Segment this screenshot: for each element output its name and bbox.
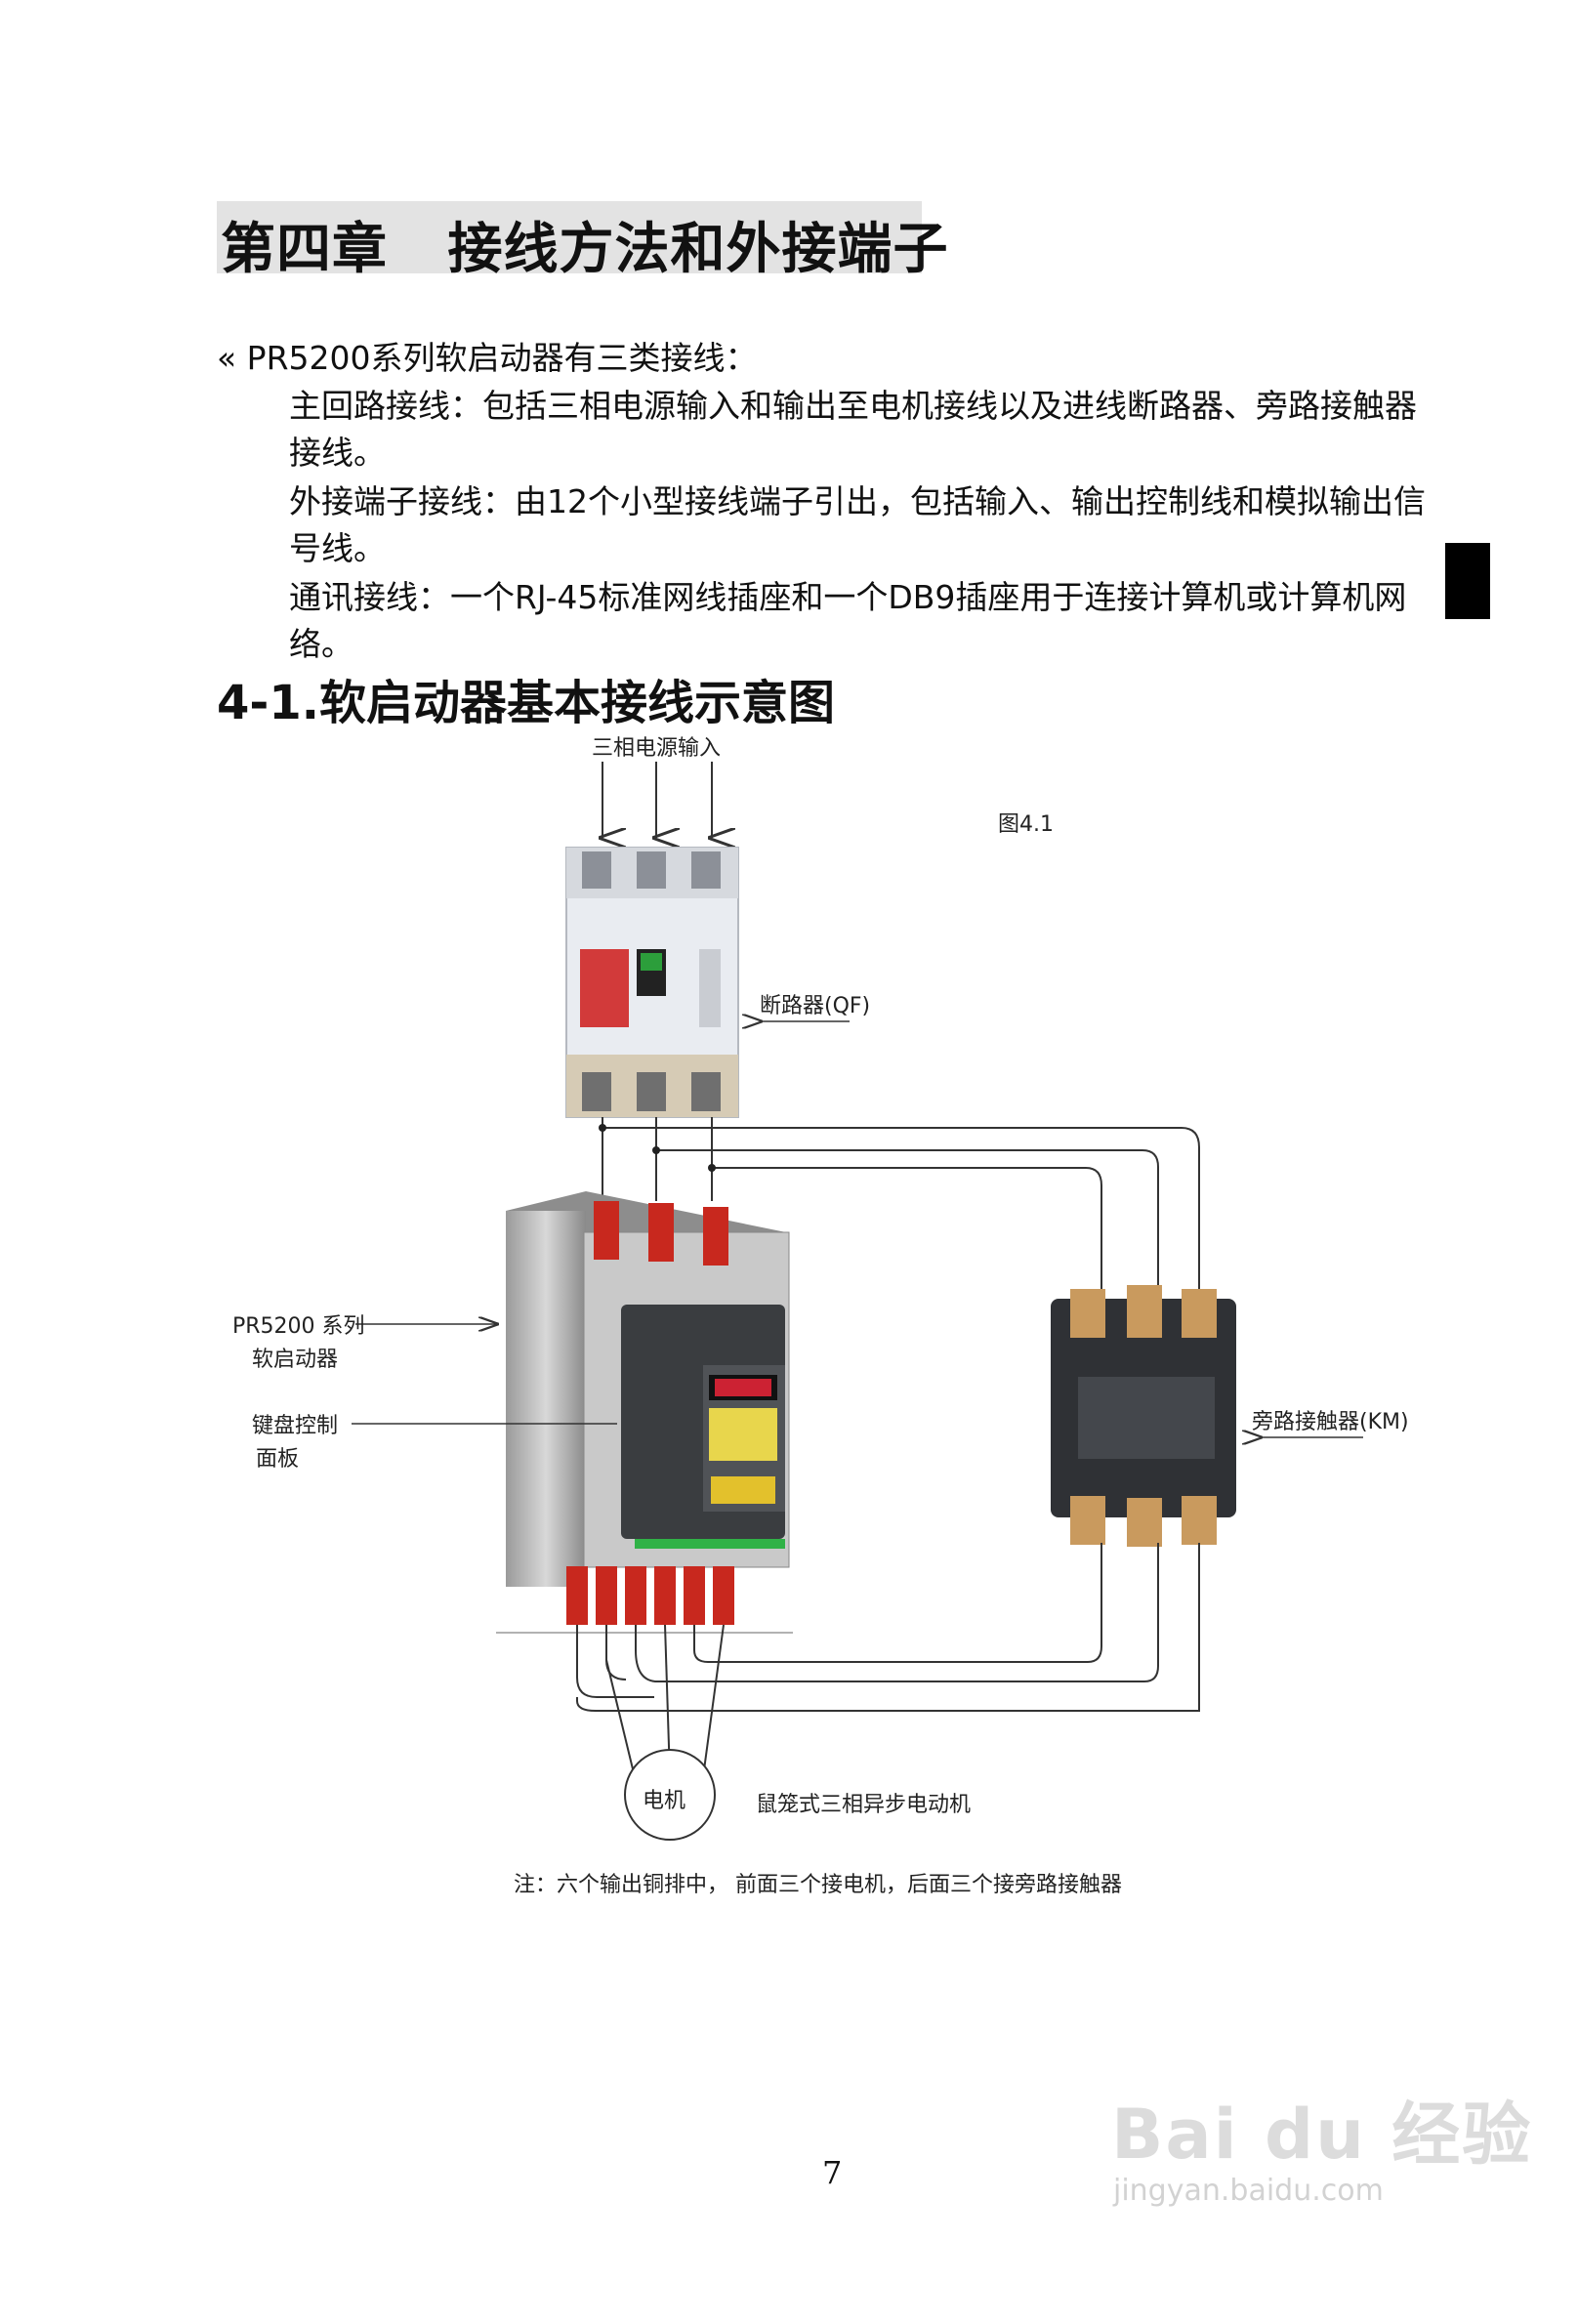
paragraph-terminals: 外接端子接线：由12个小型接线端子引出，包括输入、输出控制线和模拟输出信号线。 <box>289 482 1426 567</box>
watermark-url: jingyan.baidu.com <box>1113 2174 1384 2208</box>
label-motor-desc: 鼠笼式三相异步电动机 <box>756 1793 972 1817</box>
intro-text: « PR5200系列软启动器有三类接线： <box>217 339 758 377</box>
diagram-note: 注：六个输出铜排中， 前面三个接电机，后面三个接旁路接触器 <box>514 1873 1122 1897</box>
chapter-heading: 第四章 接线方法和外接端子 <box>217 201 948 281</box>
label-figure: 图4.1 <box>998 812 1054 837</box>
section-title: 4-1.软启动器基本接线示意图 <box>217 676 835 730</box>
label-keypad-line1: 键盘控制 <box>252 1414 339 1438</box>
soft-starter-image <box>496 1191 793 1634</box>
label-contactor: 旁路接触器(KM) <box>1252 1410 1409 1434</box>
paragraph-main-circuit: 主回路接线：包括三相电源输入和输出至电机接线以及进线断路器、旁路接触器接线。 <box>289 387 1417 472</box>
watermark-brand: Bai du 经验 <box>1111 2095 1533 2175</box>
paragraph-communication: 通讯接线：一个RJ-45标准网线插座和一个DB9插座用于连接计算机或计算机网络。 <box>289 578 1407 663</box>
chapter-tab-marker <box>1445 543 1490 619</box>
label-keypad-line2: 面板 <box>256 1447 300 1472</box>
label-breaker: 断路器(QF) <box>760 994 871 1018</box>
breaker-output-wires <box>602 1117 1200 1308</box>
motor-symbol <box>624 1749 716 1841</box>
label-motor: 电机 <box>643 1789 686 1813</box>
power-input-arrows <box>602 762 712 838</box>
page-number: 7 <box>822 2154 843 2191</box>
label-power-input: 三相电源输入 <box>592 736 722 761</box>
label-starter-line1: PR5200 系列 <box>232 1314 365 1339</box>
label-starter-line2: 软启动器 <box>252 1348 339 1372</box>
bypass-contactor-image <box>1051 1285 1236 1547</box>
circuit-breaker-image <box>565 847 739 1118</box>
chapter-title: 第四章 接线方法和外接端子 <box>221 217 949 281</box>
